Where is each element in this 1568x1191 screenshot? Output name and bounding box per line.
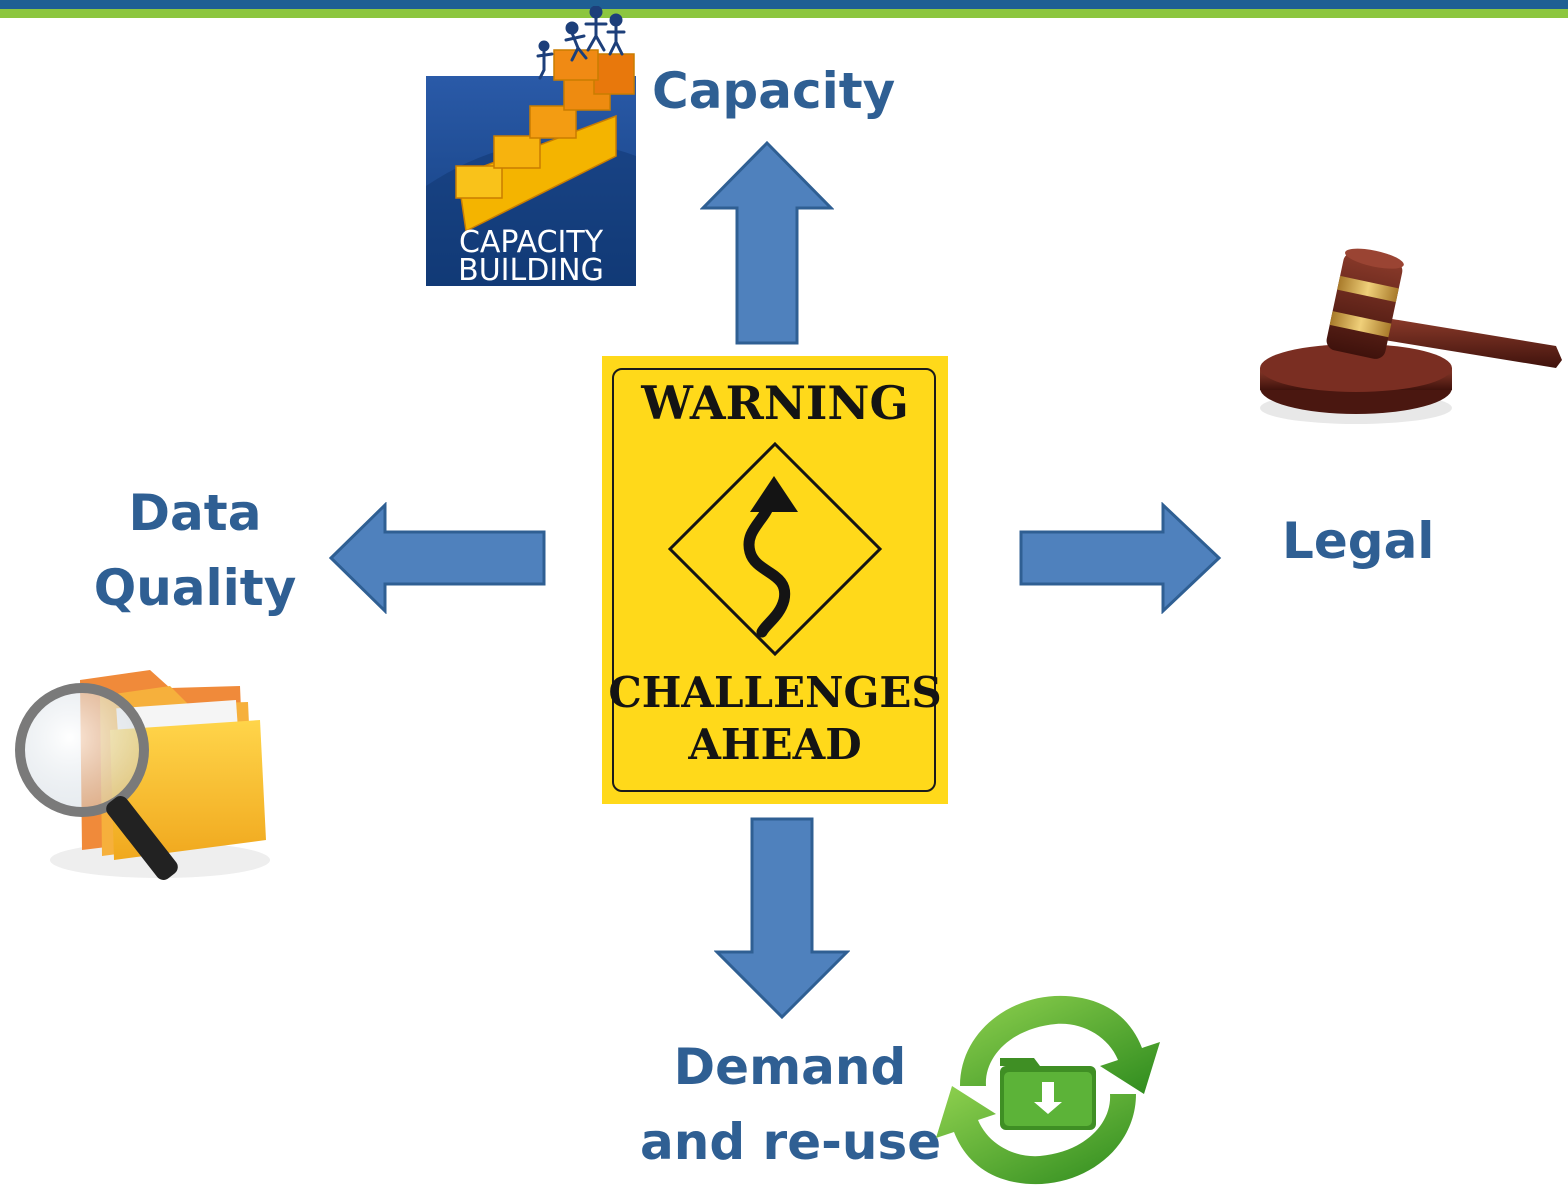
demand-label: Demand and re-use [640, 1030, 942, 1180]
data-quality-line2: Quality [93, 559, 297, 617]
capacity-building-logo: CAPACITY BUILDING [426, 6, 636, 288]
arrow-right [1019, 502, 1222, 614]
demand-line2: and re-use [640, 1113, 942, 1171]
capacity-logo-line1: CAPACITY [459, 225, 604, 260]
warning-sign-line2: AHEAD [688, 720, 862, 769]
data-quality-label: Data Quality [90, 476, 300, 626]
warning-sign: WARNING CHALLENGES AHEAD [602, 356, 948, 804]
arrow-up [700, 140, 834, 345]
data-quality-line1: Data [128, 484, 262, 542]
warning-sign-title: WARNING [641, 376, 909, 430]
header-bar-green [0, 9, 1568, 18]
header-bar [0, 0, 1568, 20]
demand-line1: Demand [673, 1038, 907, 1096]
legal-label: Legal [1282, 512, 1435, 570]
winding-road-icon [667, 441, 883, 657]
capacity-label: Capacity [652, 62, 896, 120]
folder-search-icon [15, 670, 270, 880]
arrow-down [714, 817, 850, 1020]
header-bar-dark [0, 0, 1568, 9]
capacity-logo-line2: BUILDING [458, 253, 604, 288]
warning-sign-border [612, 368, 936, 792]
download-sync-icon [936, 995, 1160, 1185]
warning-sign-line1: CHALLENGES [608, 668, 942, 717]
gavel-icon [1260, 248, 1562, 424]
arrow-left [328, 502, 546, 614]
